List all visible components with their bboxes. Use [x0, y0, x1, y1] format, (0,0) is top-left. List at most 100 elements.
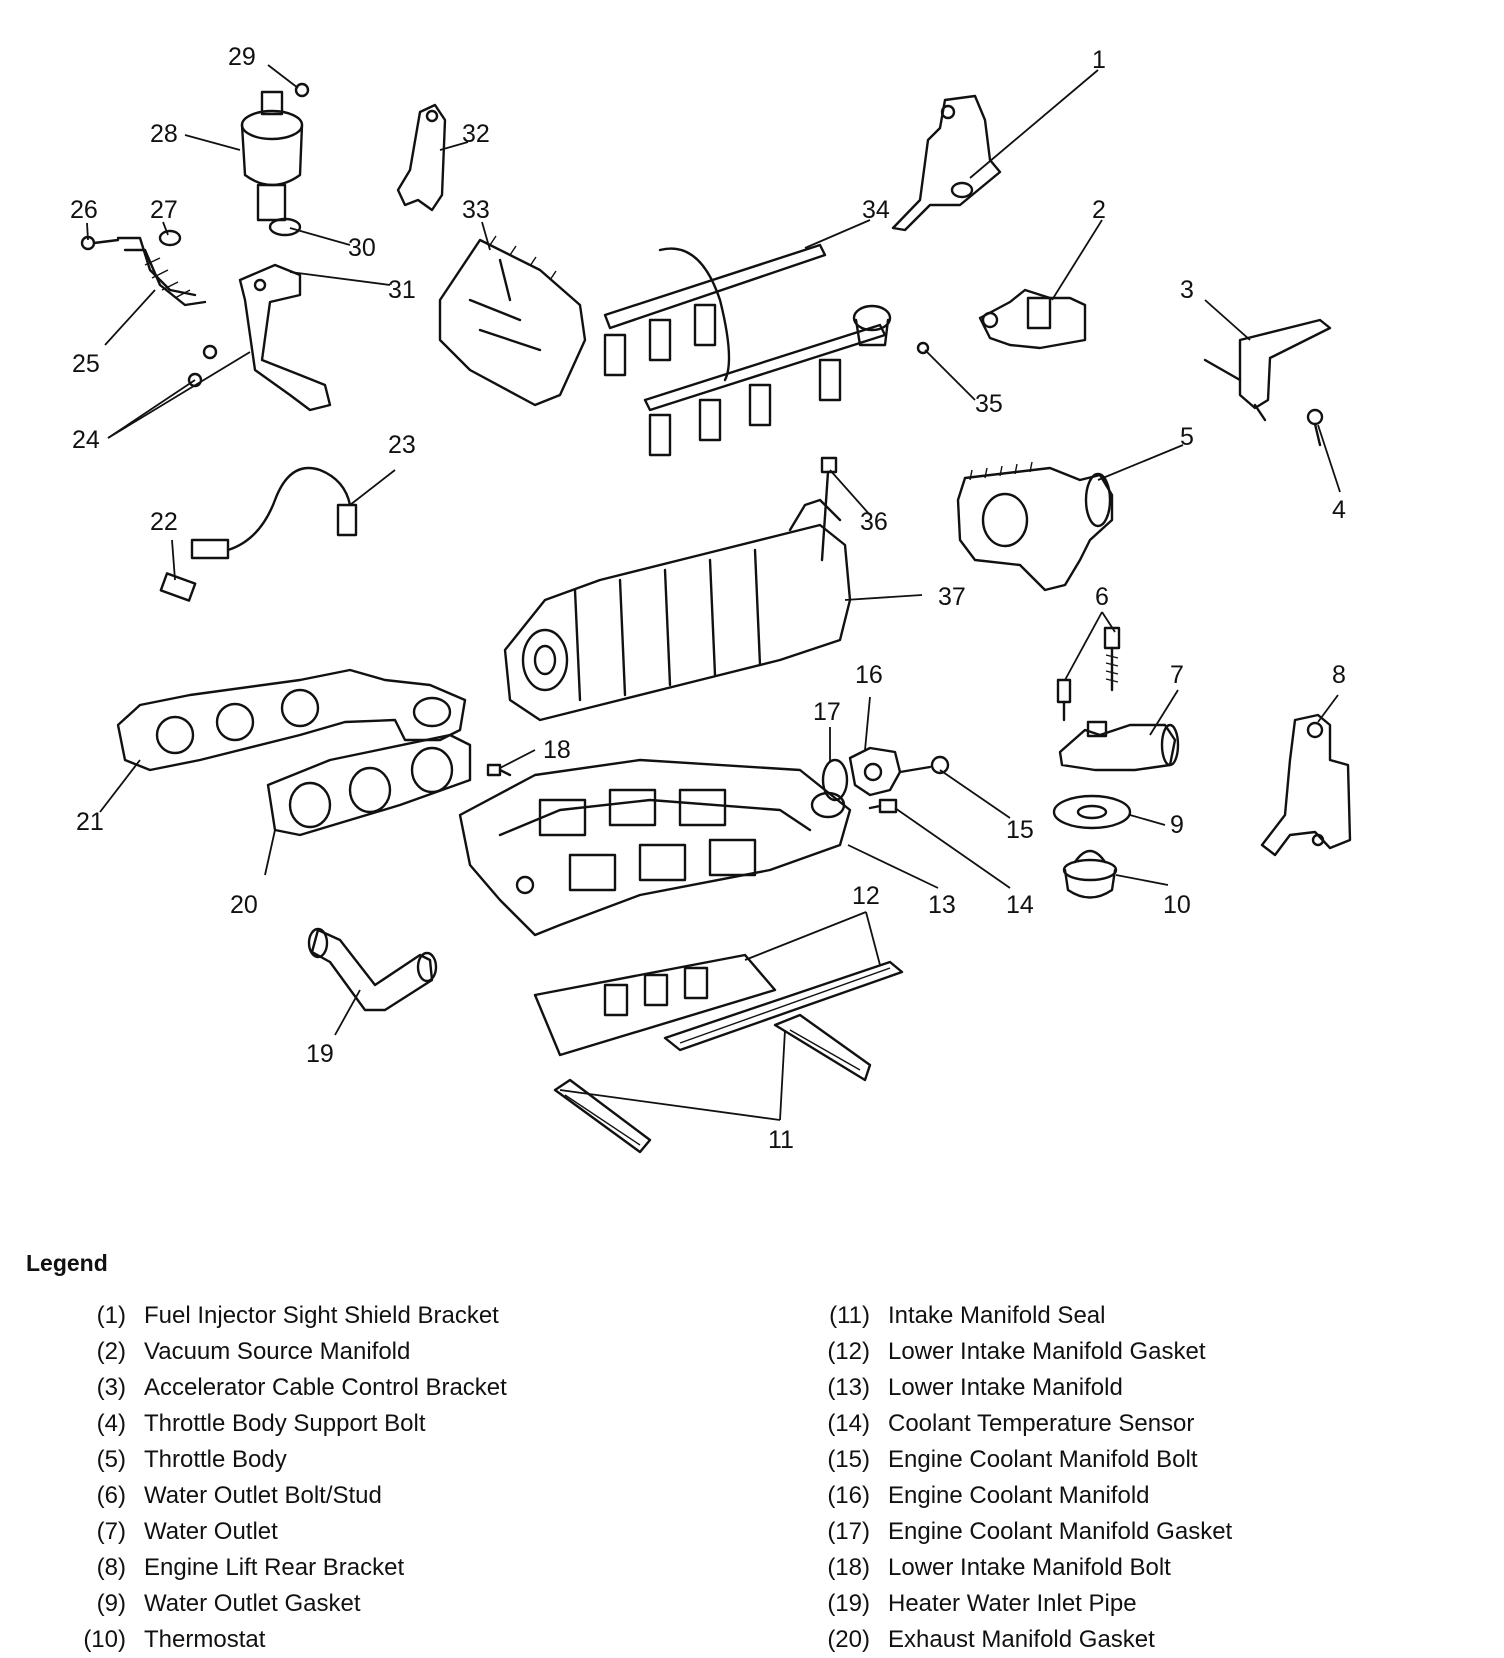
callout-23: 23: [388, 431, 416, 459]
callout-18: 18: [543, 736, 571, 764]
part-13-lower-intake-manifold: [458, 758, 852, 937]
callout-8: 8: [1332, 661, 1346, 689]
part-9-gasket-hole: [1076, 804, 1108, 820]
callout-30: 30: [348, 234, 376, 262]
callout-15: 15: [1006, 816, 1034, 844]
fuel-injectors: [603, 303, 842, 457]
callout-7: 7: [1170, 661, 1184, 689]
callout-6: 6: [1095, 583, 1109, 611]
legend-item: (18)Lower Intake Manifold Bolt: [827, 1554, 1171, 1581]
part-6-water-outlet-bolts: [1056, 626, 1121, 722]
part-22-sensor: [159, 572, 197, 602]
legend-column-right: (11)Intake Manifold Seal (12)Lower Intak…: [806, 1298, 1232, 1658]
part-31-egr-adapter: [238, 263, 332, 412]
legend-item: (13)Lower Intake Manifold: [827, 1374, 1123, 1401]
part-12-lower-intake-gaskets: [533, 953, 904, 1057]
part-21-exhaust-manifold: [116, 668, 467, 772]
callout-34: 34: [862, 196, 890, 224]
callout-27: 27: [150, 196, 178, 224]
part-30-gasket: [268, 217, 302, 237]
part-10-thermostat: [1062, 849, 1118, 899]
legend-item: (9)Water Outlet Gasket: [96, 1590, 361, 1617]
legend-item: (1)Fuel Injector Sight Shield Bracket: [96, 1302, 499, 1329]
callout-9: 9: [1170, 811, 1184, 839]
callout-1: 1: [1092, 46, 1106, 74]
part-32-bracket: [396, 103, 447, 212]
legend-item: (17)Engine Coolant Manifold Gasket: [827, 1518, 1233, 1545]
callout-29: 29: [228, 43, 256, 71]
part-3-accel-cable-bracket: [1203, 318, 1332, 422]
legend-item: (5)Throttle Body: [96, 1446, 287, 1473]
legend-title: Legend: [26, 1250, 108, 1276]
part-35-pressure-regulator: [852, 304, 930, 355]
part-17-coolant-manifold-gasket: [821, 758, 849, 802]
part-23-sensor-harness: [190, 466, 358, 560]
legend-item: (16)Engine Coolant Manifold: [827, 1482, 1150, 1509]
callout-4: 4: [1332, 496, 1346, 524]
part-15-coolant-manifold-bolt: [898, 755, 950, 775]
callout-25: 25: [72, 350, 100, 378]
callout-10: 10: [1163, 891, 1191, 919]
part-9-water-outlet-gasket: [1052, 794, 1132, 830]
part-11-intake-seals: [553, 1013, 872, 1154]
legend-item: (15)Engine Coolant Manifold Bolt: [827, 1446, 1198, 1473]
legend-item: (19)Heater Water Inlet Pipe: [827, 1590, 1137, 1617]
legend-item: (14)Coolant Temperature Sensor: [827, 1410, 1195, 1437]
callout-11: 11: [768, 1126, 794, 1154]
callout-28: 28: [150, 120, 178, 148]
callout-5: 5: [1180, 423, 1194, 451]
callout-33: 33: [462, 196, 490, 224]
leader-lines: [86, 64, 1341, 1121]
part-7-water-outlet: [1058, 720, 1180, 772]
legend-item: (11)Intake Manifold Seal: [829, 1302, 1106, 1329]
callout-16: 16: [855, 661, 883, 689]
part-29-nut: [294, 82, 310, 98]
part-14-coolant-temp-sensor: [868, 798, 898, 814]
callout-36: 36: [860, 508, 888, 536]
callout-numbers: 1 2 3 4 5 6 7 8 9 10 11 12 13 14 15 16 1…: [70, 43, 1346, 1154]
callout-21: 21: [76, 808, 104, 836]
part-28-egr-valve: [240, 90, 304, 222]
part-8-lift-rear-bracket: [1260, 713, 1352, 857]
part-20-exhaust-gasket: [266, 733, 472, 837]
callout-35: 35: [975, 390, 1003, 418]
callout-14: 14: [1006, 891, 1034, 919]
legend-item: (6)Water Outlet Bolt/Stud: [96, 1482, 382, 1509]
callout-26: 26: [70, 196, 98, 224]
legend-item: (20)Exhaust Manifold Gasket: [827, 1626, 1155, 1653]
part-19-heater-inlet-pipe: [307, 927, 438, 1012]
part-33-upper-cover: [438, 235, 587, 407]
callout-12: 12: [852, 882, 880, 910]
part-16-coolant-manifold: [848, 746, 902, 797]
callout-19: 19: [306, 1040, 334, 1068]
part-5-throttle-body: [956, 461, 1114, 592]
part-2-vacuum-source-manifold: [978, 288, 1087, 350]
legend-item: (2)Vacuum Source Manifold: [96, 1338, 411, 1365]
callout-37: 37: [938, 583, 966, 611]
part-37-upper-intake-manifold: [503, 498, 852, 722]
part-25-egr-pipe: [116, 236, 207, 307]
callout-31: 31: [388, 276, 416, 304]
callout-24: 24: [72, 426, 100, 454]
legend-item: (3)Accelerator Cable Control Bracket: [96, 1374, 507, 1401]
callout-20: 20: [230, 891, 258, 919]
part-4-support-bolt: [1306, 408, 1324, 447]
legend-item: (7)Water Outlet: [96, 1518, 278, 1545]
callout-22: 22: [150, 508, 178, 536]
part-1-sight-shield-bracket: [891, 94, 1002, 232]
legend-column-left: (1)Fuel Injector Sight Shield Bracket (2…: [62, 1298, 507, 1658]
legend-item: (12)Lower Intake Manifold Gasket: [827, 1338, 1206, 1365]
legend-item: (8)Engine Lift Rear Bracket: [96, 1554, 405, 1581]
legend-item: (10)Thermostat: [83, 1626, 266, 1653]
part-27-gasket: [158, 229, 182, 247]
exploded-parts-diagram: 1 2 3 4 5 6 7 8 9 10 11 12 13 14 15 16 1…: [70, 43, 1352, 1154]
callout-17: 17: [813, 698, 841, 726]
callout-2: 2: [1092, 196, 1106, 224]
legend-item: (4)Throttle Body Support Bolt: [96, 1410, 426, 1437]
callout-32: 32: [462, 120, 490, 148]
callout-3: 3: [1180, 276, 1194, 304]
callout-13: 13: [928, 891, 956, 919]
part-34-fuel-rail: [603, 243, 887, 457]
part-36-stud: [820, 456, 838, 562]
part-18-lower-intake-bolt: [486, 763, 512, 777]
